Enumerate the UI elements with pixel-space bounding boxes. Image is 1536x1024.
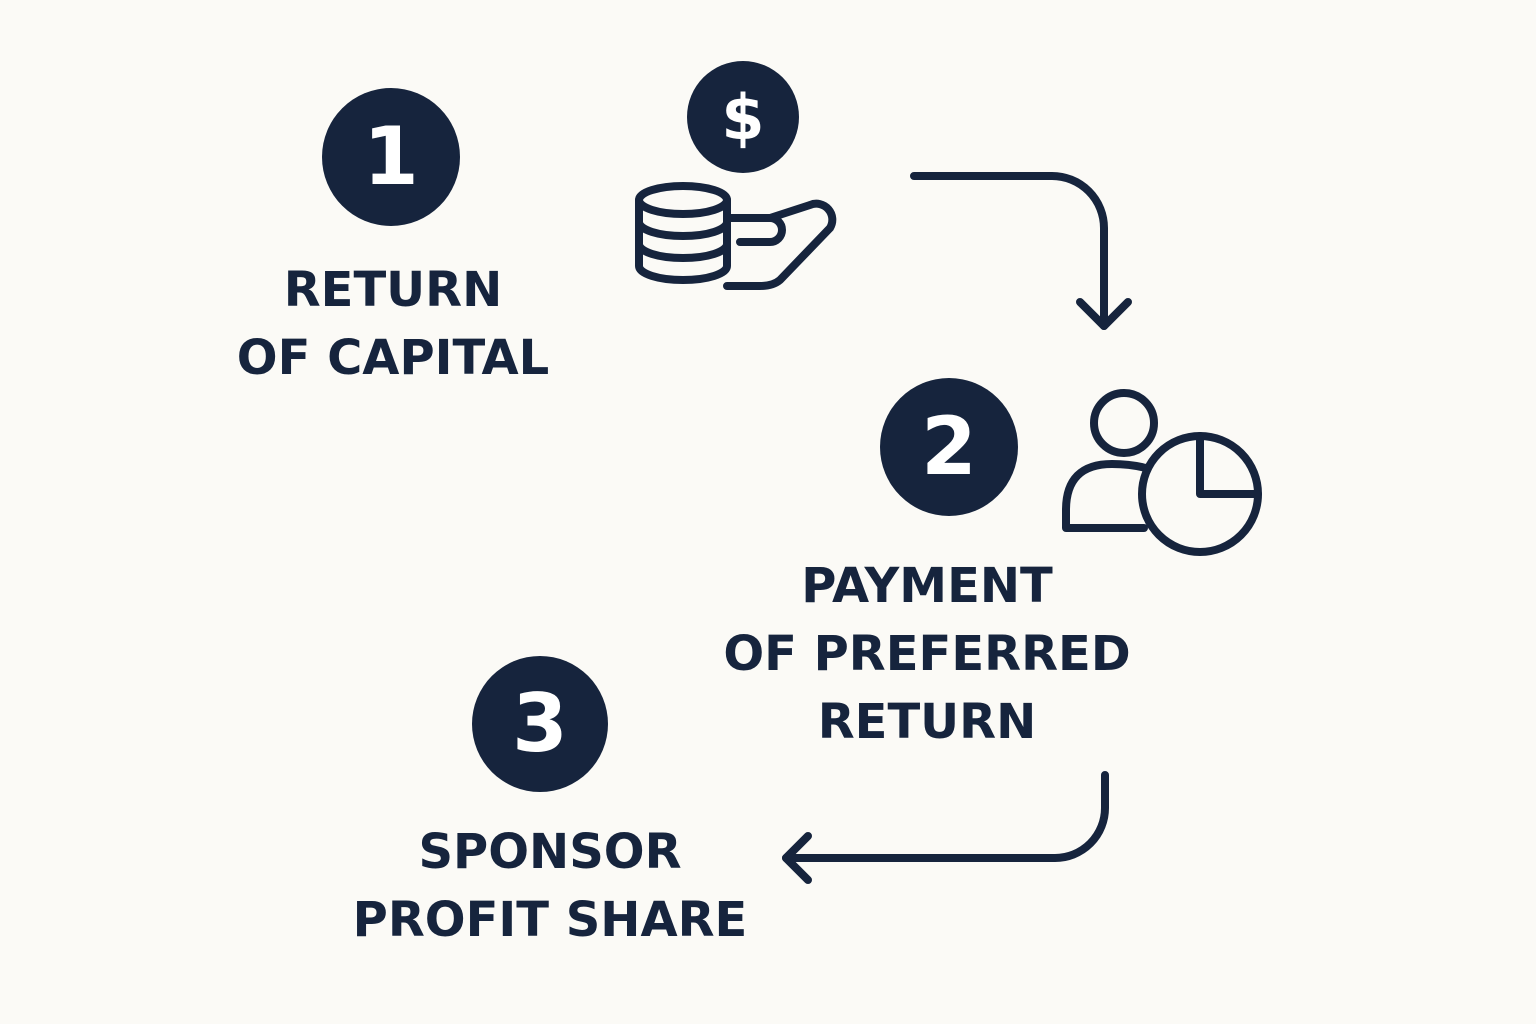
arrow-step2-to-step3 [782, 771, 1109, 884]
step-2-badge: 2 [880, 378, 1018, 516]
arrow-head-left [782, 832, 812, 884]
step-1-badge: 1 [322, 88, 460, 226]
arrow-head-down [1076, 298, 1132, 330]
dollar-coin-icon: $ [687, 61, 799, 173]
step-1-label-line-2: OF CAPITAL [236, 330, 550, 386]
step-3-label: SPONSOR PROFIT SHARE [340, 818, 760, 954]
step-2-label: PAYMENT OF PREFERRED RETURN [717, 552, 1137, 756]
step-1-label: RETURN OF CAPITAL [233, 256, 553, 392]
step-3-label-line-1: SPONSOR [418, 824, 682, 880]
step-2-label-line-1: PAYMENT [801, 558, 1053, 614]
step-2-number: 2 [921, 400, 977, 493]
dollar-symbol: $ [721, 81, 764, 154]
step-2-label-line-2: OF PREFERRED [723, 626, 1131, 682]
step-3-badge: 3 [472, 656, 608, 792]
step-2-label-line-3: RETURN [817, 694, 1037, 750]
step-1-label-line-1: RETURN [283, 262, 503, 318]
step-3-label-line-2: PROFIT SHARE [352, 892, 748, 948]
step-3-number: 3 [512, 677, 568, 770]
step-1-number: 1 [363, 110, 419, 203]
coins-in-hand-icon [635, 182, 837, 290]
person-pie-chart-icon [1062, 389, 1262, 556]
arrow-step1-to-step2 [910, 172, 1132, 330]
